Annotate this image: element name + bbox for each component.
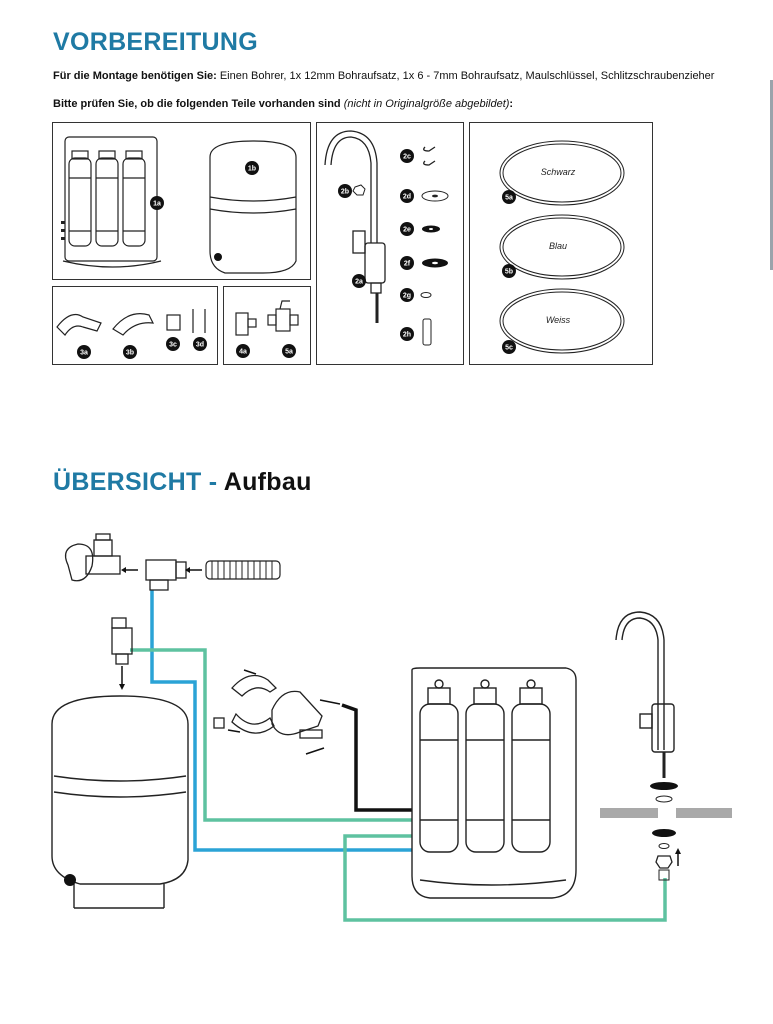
badge-3a: 3a <box>80 350 88 357</box>
tube-black <box>341 703 412 812</box>
tools-required-line: Für die Montage benötigen Sie: Einen Boh… <box>53 70 714 82</box>
filter-unit-icon-large <box>411 667 577 899</box>
badge-3c: 3c <box>169 342 177 349</box>
hose-label-blue: Blau <box>549 241 567 251</box>
washer-icon <box>650 782 678 790</box>
badge-2c: 2c <box>403 154 411 161</box>
tank-icon <box>209 140 297 274</box>
hose-label-white: Weiss <box>546 315 571 325</box>
badge-3b: 3b <box>126 350 134 357</box>
tools-text: Einen Bohrer, 1x 12mm Bohraufsatz, 1x 6 … <box>216 70 715 82</box>
section-title-preparation: VORBEREITUNG <box>53 28 259 56</box>
check-text: Bitte prüfen Sie, ob die folgenden Teile… <box>53 98 344 110</box>
badge-5b: 5b <box>505 269 513 276</box>
tube-green-2 <box>343 834 667 922</box>
parts-illustration-4: 3a 3b 3c 3d <box>56 309 207 359</box>
badge-2d: 2d <box>403 194 411 201</box>
parts-box-clamps: 3a 3b 3c 3d <box>52 286 218 365</box>
section-title-overview: ÜBERSICHT - Aufbau <box>53 468 312 497</box>
tools-label: Für die Montage benötigen Sie: <box>53 70 217 82</box>
countertop-right <box>676 808 732 818</box>
t-adapter-icon <box>145 559 187 591</box>
tube-green-1 <box>130 648 412 822</box>
parts-illustration-2: 2b 2a 2c 2d 2e 2f 2g 2h <box>324 130 449 346</box>
badge-1a-label: 1a <box>153 201 161 208</box>
nut-icon <box>655 855 673 869</box>
badge-2b: 2b <box>341 189 349 196</box>
badge-1b-label: 1b <box>248 166 256 173</box>
parts-box-hoses: Schwarz Blau Weiss 5a 5b 5c <box>469 122 653 365</box>
badge-2h: 2h <box>403 332 411 339</box>
parts-illustration-1: 1a 1b <box>61 136 297 274</box>
tank-valve-icon <box>111 617 133 665</box>
page-edge <box>770 80 773 270</box>
clamp-icon <box>56 309 206 336</box>
filter-unit-icon <box>62 136 162 268</box>
overview-title-dash: - <box>201 468 224 496</box>
corrugated-hose-icon <box>205 560 281 580</box>
check-colon: : <box>509 98 514 110</box>
parts-box-filter-tank: 1a 1b <box>52 122 311 280</box>
angle-valve-icon <box>64 533 121 582</box>
badge-3d: 3d <box>196 342 204 349</box>
parts-check-line: Bitte prüfen Sie, ob die folgenden Teile… <box>53 98 513 110</box>
badge-2a: 2a <box>355 279 363 286</box>
badge-5a-valve: 5a <box>285 349 293 356</box>
overview-title-main: ÜBERSICHT <box>53 468 202 496</box>
parts-illustration-3: Schwarz Blau Weiss 5a 5b 5c <box>499 140 625 354</box>
badge-1a <box>150 196 164 210</box>
faucet-icon <box>324 130 386 323</box>
overview-title-sub: Aufbau <box>223 468 312 496</box>
badge-2e: 2e <box>403 227 411 234</box>
faucet-icon-large <box>615 611 675 778</box>
badge-5a-hose: 5a <box>505 195 513 202</box>
badge-4a: 4a <box>239 349 247 356</box>
assembly-diagram <box>51 533 732 922</box>
check-note: (nicht in Originalgröße abgebildet) <box>343 98 510 110</box>
parts-illustration-5: 4a 5a <box>235 300 299 358</box>
badge-1b <box>245 161 259 175</box>
badge-2g: 2g <box>403 293 411 300</box>
parts-box-faucet: 2b 2a 2c 2d 2e 2f 2g 2h <box>316 122 464 365</box>
drain-clamp-icon <box>213 674 323 739</box>
countertop-left <box>600 808 658 818</box>
badge-5c: 5c <box>505 345 513 352</box>
parts-box-valves: 4a 5a <box>223 286 311 365</box>
badge-2f: 2f <box>404 261 411 268</box>
valve-icon <box>235 300 299 336</box>
hose-label-black: Schwarz <box>541 167 576 177</box>
